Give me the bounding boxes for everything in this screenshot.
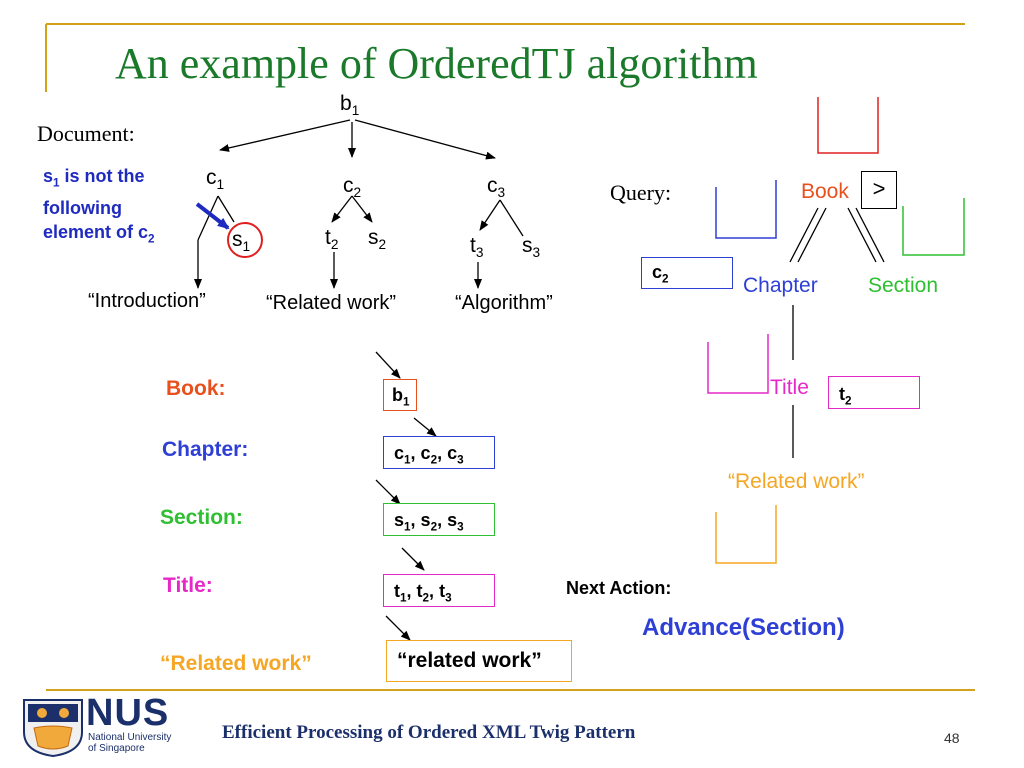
stream-label-section: Section:: [160, 506, 243, 529]
highlight-circle: [227, 222, 263, 258]
query-label: Query:: [610, 180, 672, 205]
nus-crest-icon: [23, 699, 83, 758]
order-constraint-box: >: [861, 171, 897, 209]
query-stacks: [707, 97, 965, 564]
query-tree-edges: [789, 207, 885, 458]
next-action-value: Advance(Section): [642, 614, 845, 641]
next-action-label: Next Action:: [566, 578, 672, 598]
stream-label-chapter: Chapter:: [162, 438, 249, 461]
stream-label-text: “Related work”: [160, 652, 312, 675]
text-introduction: “Introduction”: [88, 290, 206, 312]
stream-arrows: [375, 351, 437, 641]
node-c2: c2: [343, 174, 362, 201]
node-c1: c1: [206, 166, 225, 193]
book-stream-box: b1: [383, 379, 417, 411]
node-s2: s2: [368, 226, 387, 253]
query-node-title: Title: [770, 376, 809, 399]
stream-label-title: Title:: [163, 574, 213, 597]
title-stack-box: t2: [828, 376, 920, 409]
node-s1: s1: [232, 228, 251, 255]
node-t3: t3: [470, 234, 484, 261]
note-text: s1 is not the following element of c2: [43, 166, 155, 246]
pointer-arrow: [195, 202, 230, 230]
slide-frame: [45, 23, 975, 691]
text-algorithm: “Algorithm”: [455, 292, 553, 314]
query-node-chapter: Chapter: [743, 274, 818, 297]
document-label: Document:: [37, 121, 135, 146]
footer-title: Efficient Processing of Ordered XML Twig…: [222, 722, 636, 743]
text-related-work: “Related work”: [266, 292, 397, 314]
logo-wordmark: NUS: [86, 692, 170, 734]
slide-title: An example of OrderedTJ algorithm: [115, 39, 758, 88]
chapter-stream-box: c1, c2, c3: [383, 436, 495, 469]
query-node-section: Section: [868, 274, 939, 297]
chapter-stack-box: c2: [641, 257, 733, 289]
node-c3: c3: [487, 174, 506, 201]
query-node-book: Book: [801, 180, 849, 203]
stream-label-book: Book:: [166, 377, 226, 400]
node-b1: b1: [340, 92, 360, 119]
section-stream-box: s1, s2, s3: [383, 503, 495, 536]
title-stream-box: t1, t2, t3: [383, 574, 495, 607]
text-stream-box: “related work”: [386, 640, 572, 682]
query-node-text: “Related work”: [728, 470, 865, 493]
node-s3: s3: [522, 234, 541, 261]
document-tree-edges: [194, 119, 524, 289]
node-t2: t2: [325, 226, 339, 253]
page-number: 48: [944, 730, 960, 746]
